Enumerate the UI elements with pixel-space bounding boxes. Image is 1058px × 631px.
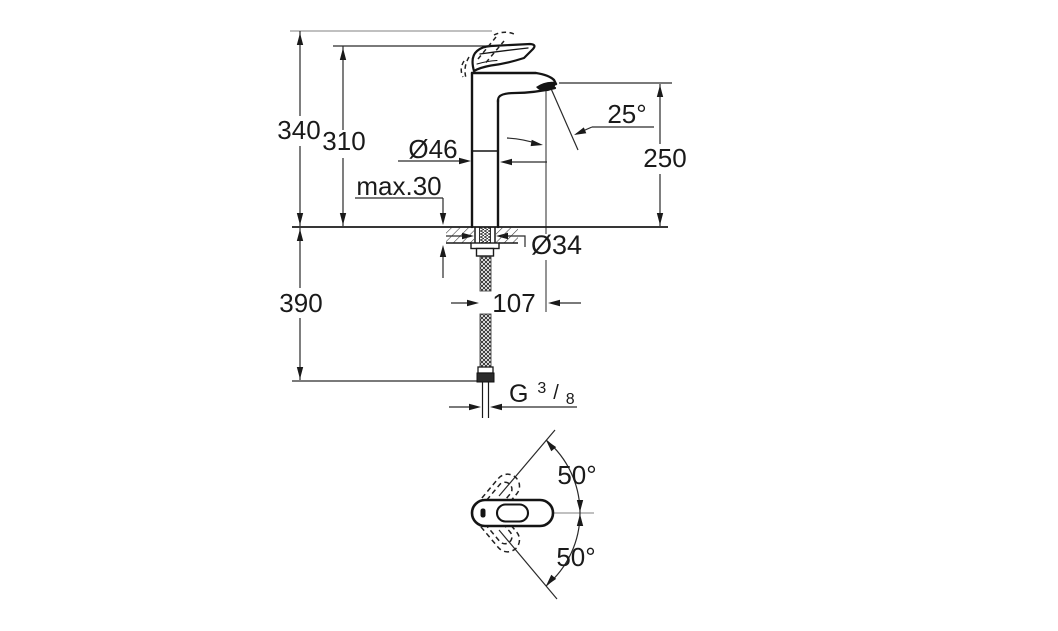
dimension-labels: 340 310 Ø46 max.30 25° 250 Ø34 107 390 G…	[277, 99, 686, 572]
dim-deck-thickness: max.30	[356, 171, 441, 201]
dim-total-height: 340	[277, 115, 320, 145]
dim-thread-size: G 3 / 8	[509, 371, 575, 408]
mounting-nut	[475, 247, 495, 257]
faucet-body	[470, 42, 558, 229]
mounting-and-hose	[470, 226, 500, 418]
dim-hole-diameter: Ø34	[531, 230, 582, 260]
swivel-lower-line	[498, 529, 558, 600]
handle-inner-line	[479, 47, 529, 55]
reference-lines	[290, 30, 594, 514]
thread-numerator: 3	[537, 380, 546, 397]
connection-tube	[481, 382, 490, 418]
counter-hatch-right	[496, 227, 518, 243]
spout-top-edge	[470, 71, 558, 86]
swivel-upper-line	[498, 429, 556, 497]
plan-view	[470, 473, 555, 553]
dim-spout-height: 250	[643, 143, 686, 173]
dim-aerator-angle: 25°	[607, 99, 646, 129]
dim-body-diameter: Ø46	[408, 134, 457, 164]
flex-hose-upper	[479, 256, 492, 292]
max30-leader	[355, 197, 444, 278]
raised-handle-tip	[493, 31, 515, 36]
dim-spout-projection: 107	[492, 288, 535, 318]
horseshoe-washer	[470, 242, 500, 250]
dim-handle-height: 310	[322, 126, 365, 156]
plan-body-outline	[470, 498, 555, 528]
dim-swivel-lower: 50°	[556, 542, 595, 572]
counter-hatch-left	[446, 227, 474, 243]
plan-detail-mark	[480, 508, 486, 518]
aerator-tip	[536, 81, 556, 92]
raised-handle-butt2	[464, 56, 470, 79]
dim-swivel-upper: 50°	[557, 460, 596, 490]
spout-underside	[496, 86, 557, 104]
thread-slash: /	[553, 382, 559, 404]
hose-nut	[476, 372, 495, 383]
hose-collar	[477, 366, 494, 374]
flex-hose-lower	[479, 313, 492, 368]
handle-lever-solid	[471, 42, 536, 73]
thread-denominator: 8	[566, 391, 575, 408]
thread-prefix: G	[509, 380, 528, 408]
shank-sides	[474, 227, 496, 243]
raised-handle-butt1	[460, 60, 465, 78]
plan-handle-slot	[495, 503, 530, 523]
dim-hose-length: 390	[279, 288, 322, 318]
angle-25-line	[548, 83, 579, 151]
handle-raised-dashed	[460, 31, 515, 79]
dimension-lines	[292, 31, 672, 600]
